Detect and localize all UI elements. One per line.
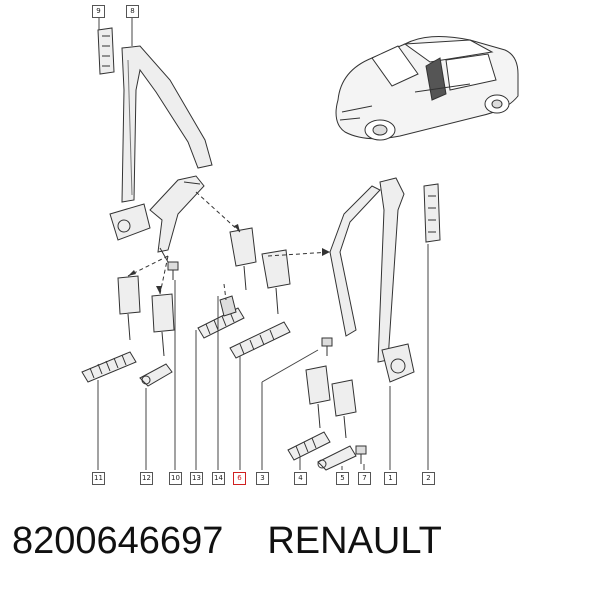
callout-9: 9 [92, 5, 105, 18]
buckle-left-12 [139, 293, 175, 387]
callout-8: 8 [126, 5, 139, 18]
part-number: 8200646697 [12, 520, 224, 562]
callout-6-highlighted: 6 [233, 472, 246, 485]
callout-3: 3 [256, 472, 269, 485]
rear-height-adjuster [423, 183, 441, 243]
leader-lines [97, 12, 429, 470]
arrowheads [128, 224, 330, 294]
buckle-rear-4 [287, 365, 331, 461]
callout-11: 11 [92, 472, 105, 485]
buckle-middle-6 [229, 249, 291, 359]
callout-12: 12 [140, 472, 153, 485]
seat-belt-exploded-diagram [81, 12, 519, 471]
buckle-rear-5 [317, 379, 357, 471]
callout-7: 7 [358, 472, 371, 485]
car-illustration [335, 36, 519, 141]
buckle-middle-14 [229, 227, 257, 291]
callout-4: 4 [294, 472, 307, 485]
callout-10: 10 [169, 472, 182, 485]
bolt-7 [355, 445, 367, 464]
bolt-3 [321, 337, 333, 356]
part-caption: 8200646697 RENAULT [12, 516, 592, 566]
bolt-10 [167, 261, 179, 280]
callout-14: 14 [212, 472, 225, 485]
buckle-middle-13 [197, 295, 245, 339]
front-belt-assembly [109, 45, 213, 263]
callout-2: 2 [422, 472, 435, 485]
callout-13: 13 [190, 472, 203, 485]
rear-belt-assembly [329, 177, 415, 383]
callout-1: 1 [384, 472, 397, 485]
callout-5: 5 [336, 472, 349, 485]
front-height-adjuster [97, 27, 115, 75]
buckle-left-11 [81, 275, 141, 383]
brand-name: RENAULT [267, 520, 442, 562]
